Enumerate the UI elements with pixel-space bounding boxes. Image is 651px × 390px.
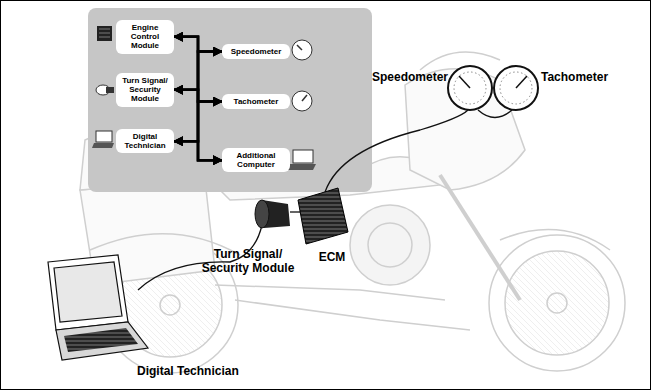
tachometer-needle	[516, 76, 527, 88]
bus-connector	[174, 102, 222, 142]
front-tire	[489, 235, 625, 371]
speedometer-icon	[292, 40, 312, 60]
module-end	[255, 200, 269, 228]
tachometer-icon	[292, 91, 312, 111]
speedometer-icon-needle	[297, 45, 302, 50]
ecm-icon	[97, 26, 112, 41]
ecm-box: Engine Control Module	[116, 20, 174, 54]
tachometer-box: Tachometer	[222, 94, 290, 109]
box-text: Tachometer	[227, 97, 285, 106]
computer-icon-screen	[293, 150, 313, 163]
speedometer-label: Speedometer	[338, 70, 448, 84]
inset-panel	[88, 8, 372, 192]
technician-box: Digital Technician	[116, 129, 174, 153]
front-fender	[500, 230, 610, 250]
rear-hub	[160, 295, 180, 315]
laptop-lid	[48, 255, 128, 330]
laptop-icon-screen	[96, 131, 112, 142]
frame-rail	[215, 285, 445, 300]
tachometer-gauge	[494, 66, 538, 110]
bus-connector	[174, 37, 222, 160]
technician-label: Digital Technician	[137, 364, 267, 378]
gauge-link-wire	[478, 110, 512, 118]
panel-ground	[88, 8, 372, 192]
exhaust	[235, 300, 470, 330]
speedometer-scale	[454, 72, 486, 104]
module-box: Turn Signal/ Security Module	[116, 73, 174, 107]
wiring	[138, 110, 512, 290]
module-label: Turn Signal/ Security Module	[196, 247, 300, 276]
box-text: Speedometer	[227, 47, 285, 56]
computer-box: Additional Computer	[222, 148, 290, 172]
ecm-gauge-wire	[325, 110, 468, 192]
module-icon-plug	[106, 87, 114, 93]
laptop-keyboard	[64, 328, 138, 352]
engine	[350, 205, 430, 285]
bus-connector	[174, 52, 222, 142]
laptop-icon-base	[92, 143, 114, 148]
bus-connector	[174, 141, 222, 160]
ecm-unit	[298, 188, 348, 244]
front-hub	[547, 293, 567, 313]
engine-cover	[368, 223, 412, 267]
laptop	[48, 255, 148, 360]
box-text: Turn Signal/ Security Module	[121, 76, 169, 104]
computer-icon-base	[287, 164, 316, 170]
tachometer-label: Tachometer	[541, 70, 641, 84]
front-rim	[505, 251, 609, 355]
tachometer-scale	[500, 72, 532, 104]
laptop-base	[56, 322, 148, 360]
box-text: Digital Technician	[121, 132, 169, 150]
ecm-label: ECM	[312, 250, 352, 264]
gauges	[448, 66, 538, 110]
box-text: Additional Computer	[227, 151, 285, 169]
laptop-screen	[54, 262, 122, 322]
ecm-body	[298, 188, 348, 244]
speedometer-gauge	[448, 66, 492, 110]
speedometer-box: Speedometer	[222, 44, 290, 59]
speedometer-needle	[459, 76, 470, 88]
ecm-icon-fins	[99, 28, 110, 39]
security-module	[255, 200, 290, 228]
box-text: Engine Control Module	[121, 23, 169, 51]
tachometer-icon-needle	[302, 95, 307, 101]
